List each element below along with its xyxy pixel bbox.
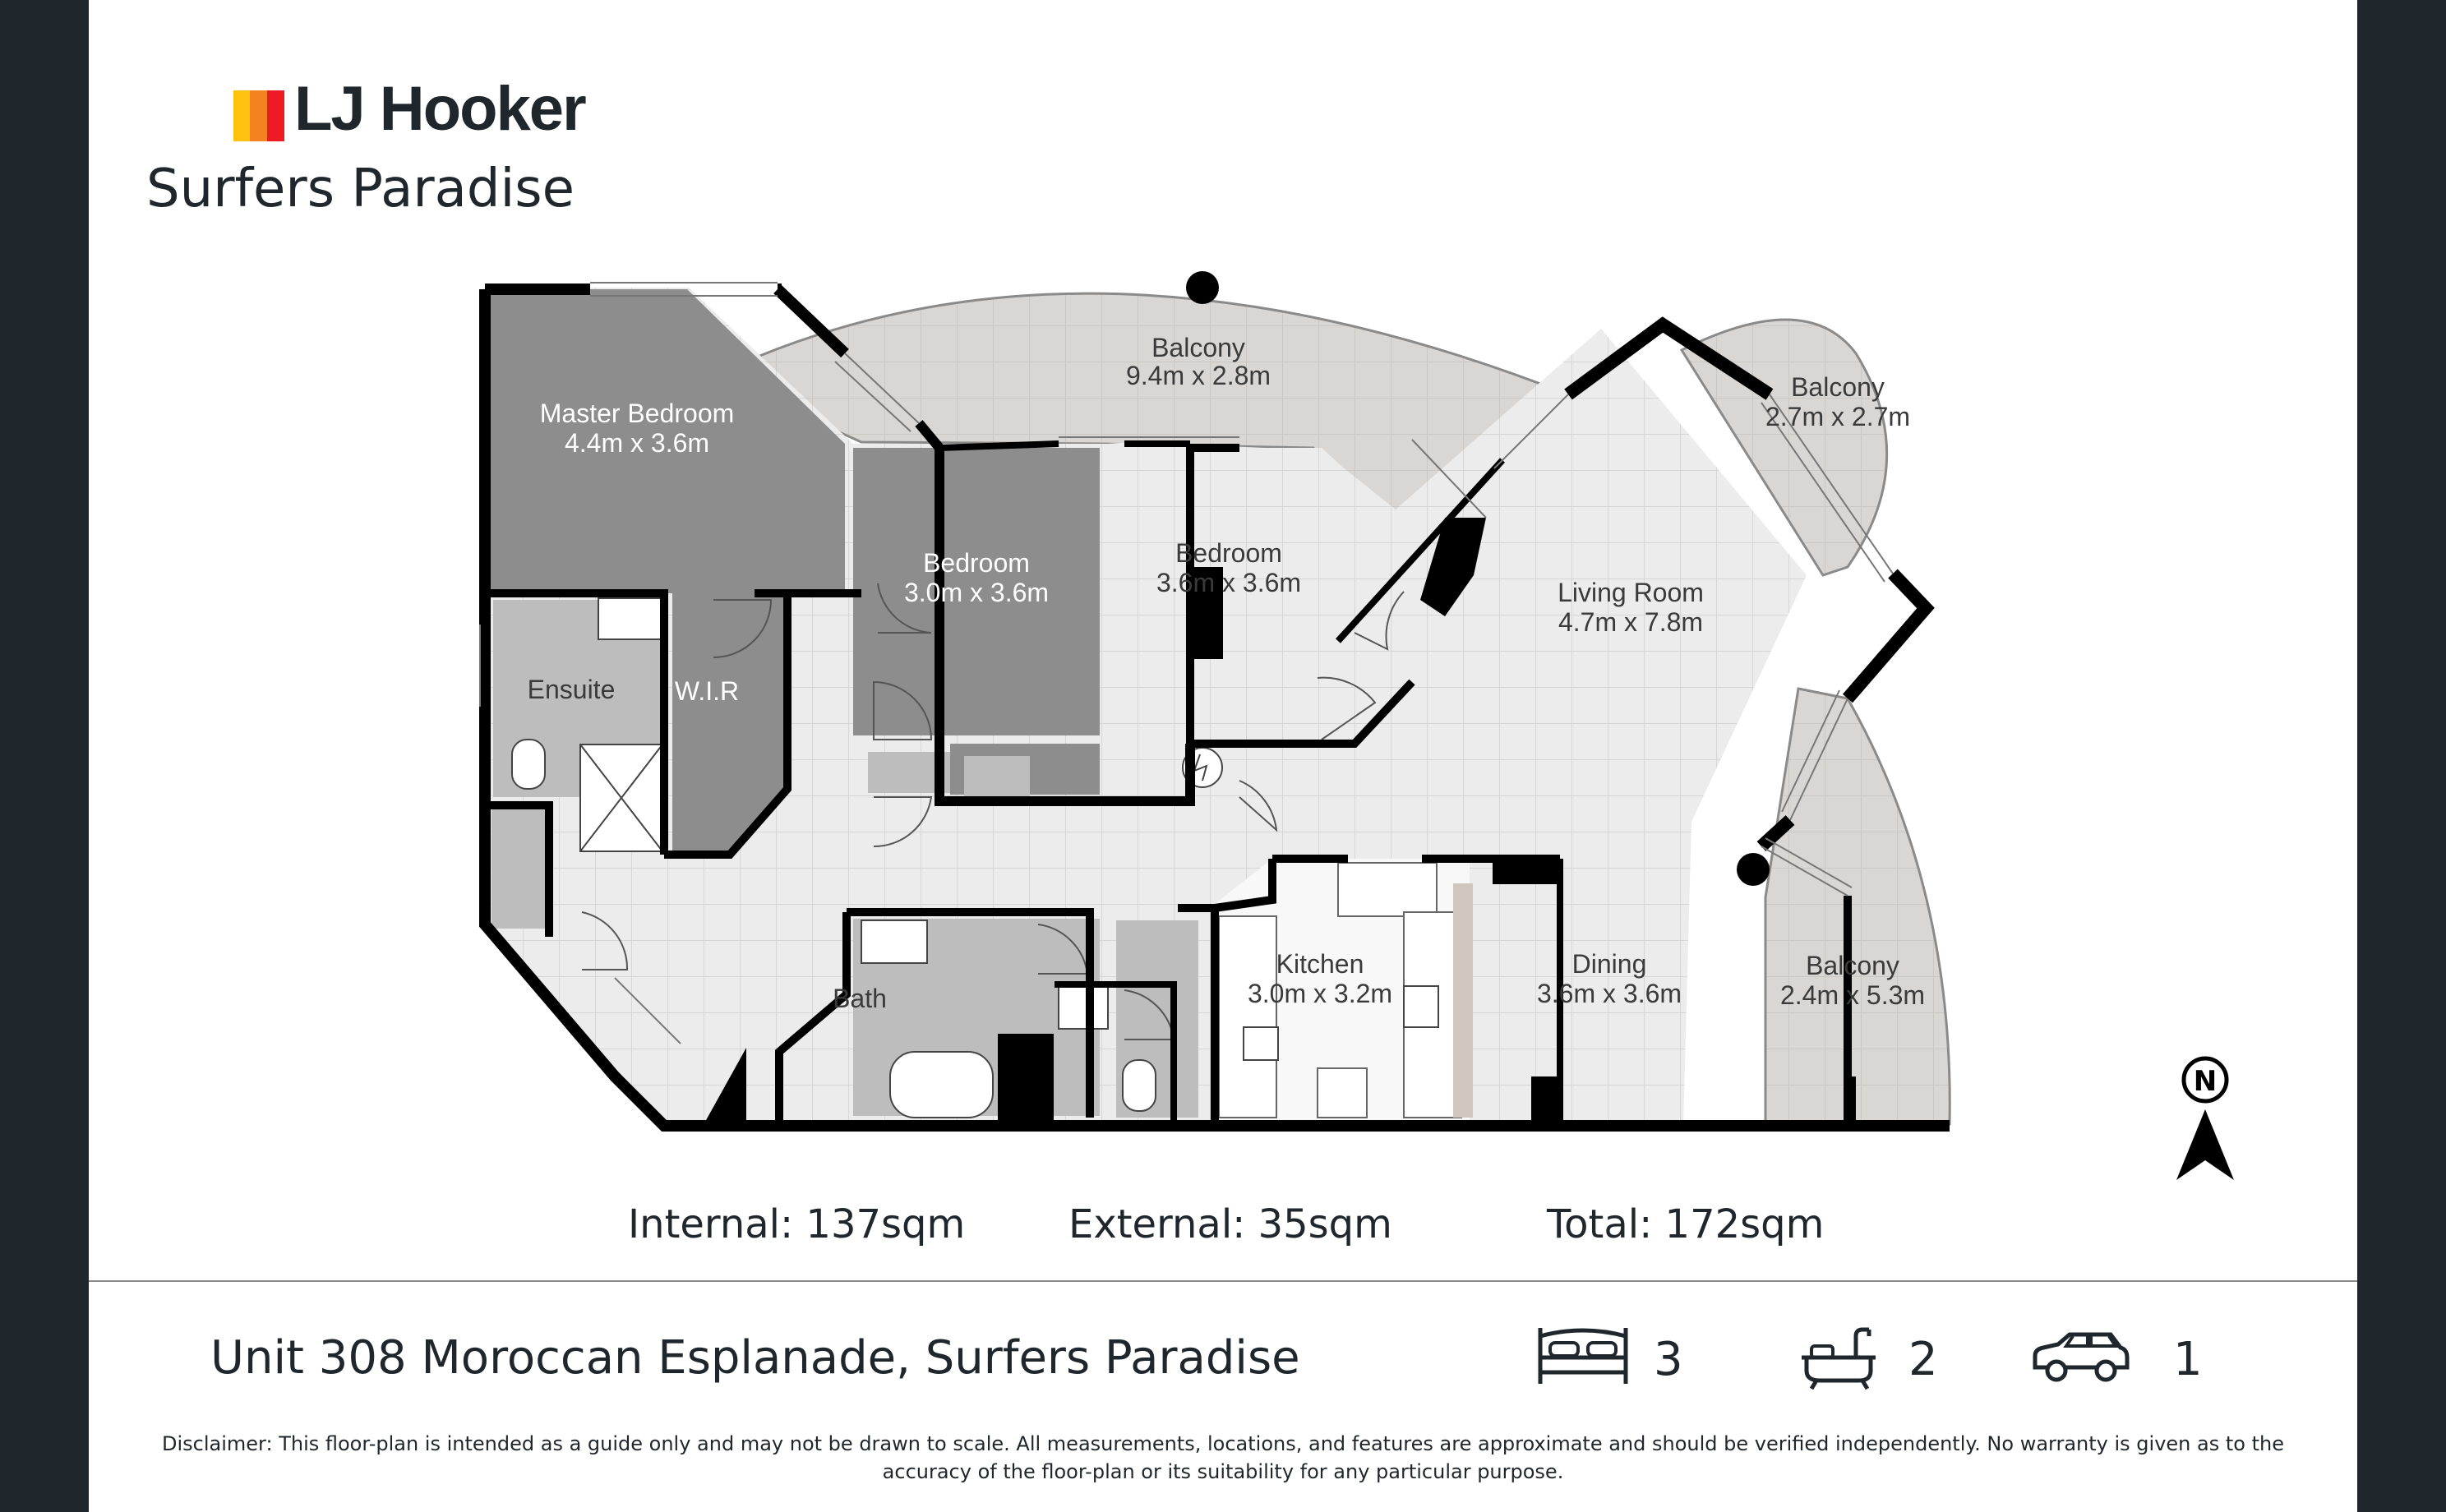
bathroom-count: 2 (1908, 1333, 1938, 1386)
property-address: Unit 308 Moroccan Esplanade, Surfers Par… (210, 1331, 1300, 1385)
floor-plan: Master Bedroom 4.4m x 3.6m Bedroom 3.0m … (479, 271, 2234, 1180)
walls (479, 284, 1950, 1132)
total-area: Total: 172sqm (1547, 1201, 1825, 1247)
kitchen-size: 3.0m x 3.2m (1248, 979, 1392, 1008)
bedroom-2-area (853, 448, 1100, 735)
wir-name: W.I.R (675, 676, 739, 706)
master-bedroom-area (485, 289, 845, 593)
floorplan-sheet: LJ Hooker Surfers Paradise (89, 0, 2357, 1512)
disclaimer-text: Disclaimer: This floor-plan is intended … (162, 1432, 2284, 1483)
bath-name: Bath (833, 984, 887, 1013)
master-bedroom-size: 4.4m x 3.6m (565, 428, 709, 458)
car-space-count: 1 (2173, 1333, 2203, 1386)
brand-name: LJ Hooker (294, 74, 587, 144)
north-letter: N (2194, 1065, 2217, 1098)
office-name: Surfers Paradise (146, 159, 575, 219)
balcony-main-name: Balcony (1151, 333, 1245, 362)
balcony-main-size: 9.4m x 2.8m (1126, 361, 1271, 390)
bedroom-2-size: 3.0m x 3.6m (904, 578, 1049, 607)
wir-area (672, 593, 787, 855)
bedroom-3-name: Bedroom (1175, 538, 1282, 568)
bedroom-3-size: 3.6m x 3.6m (1156, 568, 1301, 597)
balcony-side-area (1764, 687, 1951, 1126)
balcony-side-size: 2.4m x 5.3m (1780, 980, 1925, 1010)
kitchen-name: Kitchen (1276, 949, 1364, 979)
car-icon (2033, 1332, 2130, 1382)
master-bedroom-name: Master Bedroom (540, 399, 735, 428)
bedroom-count: 3 (1654, 1333, 1683, 1386)
footer-divider (89, 1280, 2357, 1282)
living-room-name: Living Room (1558, 578, 1704, 607)
dining-size: 3.6m x 3.6m (1537, 979, 1682, 1008)
dining-name: Dining (1572, 949, 1647, 979)
lj-hooker-logo-icon (233, 90, 284, 141)
bed-icon (1538, 1328, 1628, 1384)
balcony-side-name: Balcony (1806, 951, 1899, 980)
bathtub-icon (1802, 1327, 1876, 1390)
balcony-corner-name: Balcony (1791, 372, 1885, 402)
bedroom-2-name: Bedroom (923, 548, 1030, 578)
bedroom-3-area (1108, 448, 1387, 731)
balcony-corner-size: 2.7m x 2.7m (1765, 402, 1910, 431)
internal-area: Internal: 137sqm (628, 1201, 966, 1247)
living-room-size: 4.7m x 7.8m (1558, 607, 1703, 637)
north-arrow-icon: N (2176, 1056, 2234, 1180)
ensuite-name: Ensuite (528, 675, 616, 704)
external-area: External: 35sqm (1068, 1201, 1392, 1247)
